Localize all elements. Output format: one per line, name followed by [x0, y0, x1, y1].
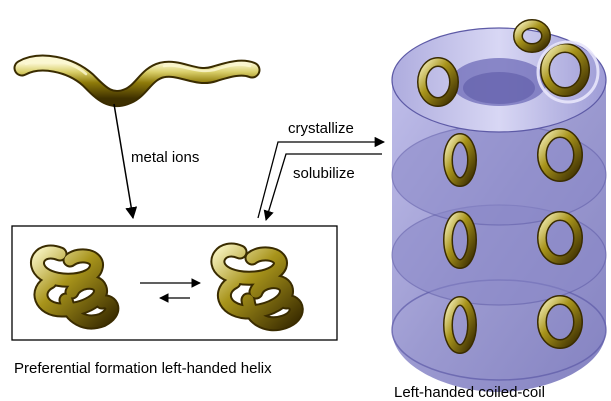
- solubilize-arrow: [266, 154, 382, 220]
- helix-icon-left: [37, 252, 111, 322]
- metal-ions-label: metal ions: [131, 149, 199, 166]
- helix-caption: Preferential formation left-handed helix: [14, 360, 272, 377]
- helix-icon-right: [218, 250, 296, 324]
- coil-caption: Left-handed coiled-coil: [394, 384, 545, 401]
- solubilize-label: solubilize: [293, 165, 355, 182]
- linear-strand-icon: [22, 60, 252, 99]
- crystallize-label: crystallize: [288, 120, 354, 137]
- coiled-coil-stack-icon: [392, 24, 606, 392]
